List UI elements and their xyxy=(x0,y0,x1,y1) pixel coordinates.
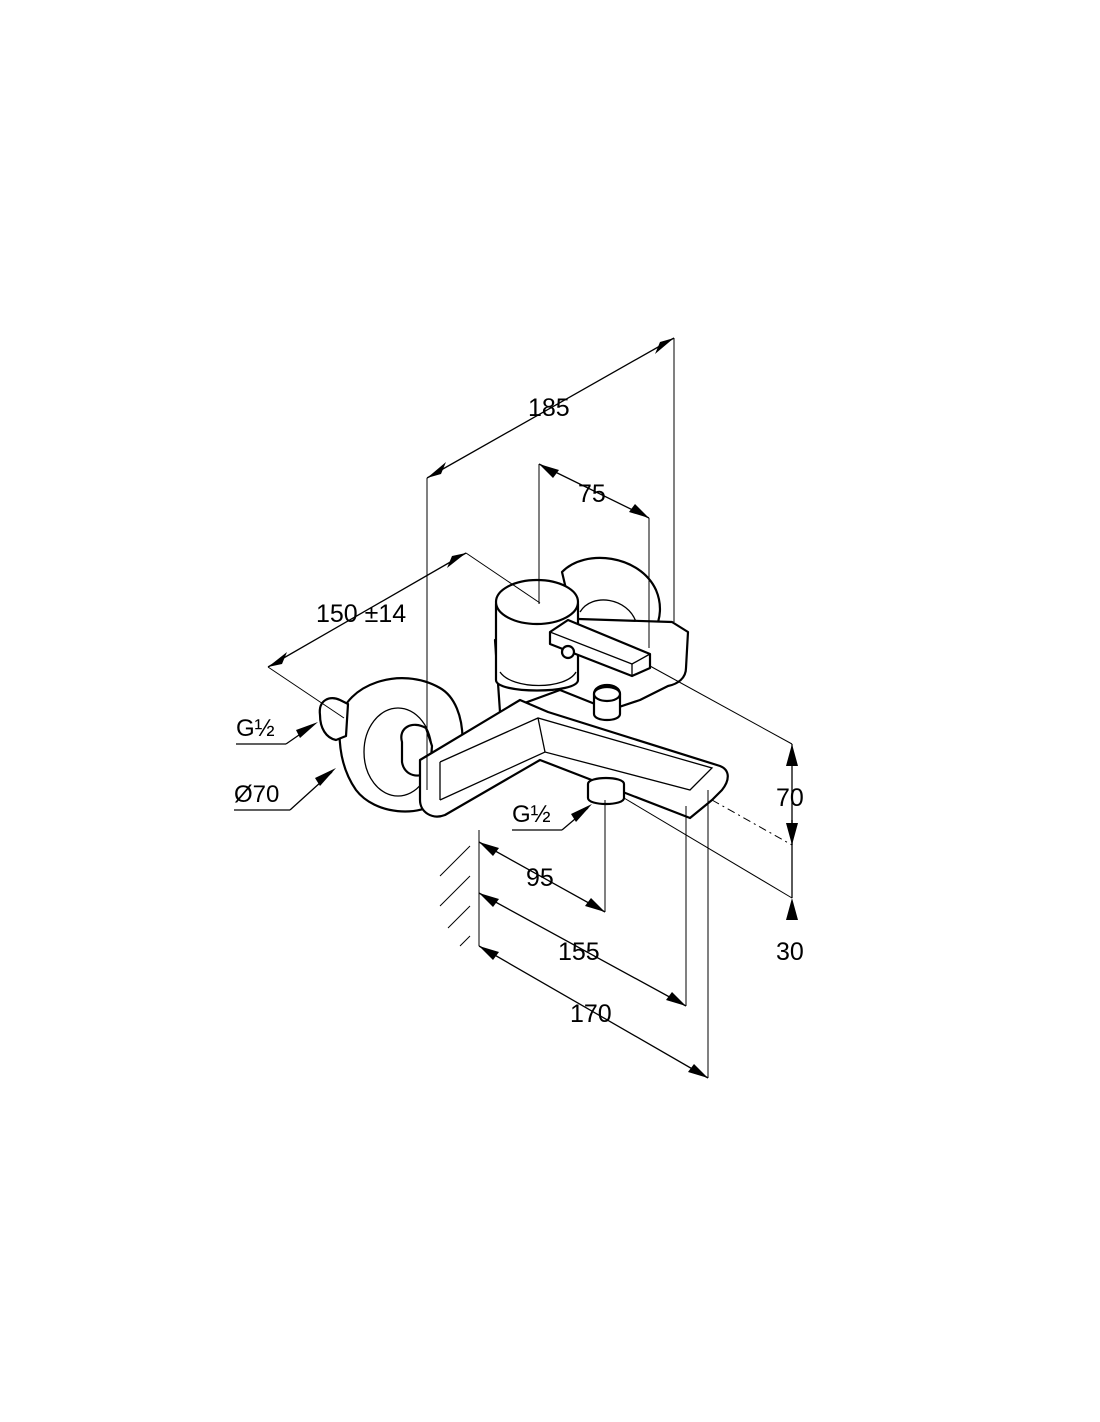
outlet-nozzle xyxy=(586,776,626,806)
inlet-stub xyxy=(318,697,350,742)
dimension-lines xyxy=(234,337,798,1079)
dim-70: 70 xyxy=(776,784,804,812)
lever-pin xyxy=(560,644,576,660)
dim-185: 185 xyxy=(528,394,570,422)
lever-handle xyxy=(548,618,652,678)
label-outlet-thread: G½ xyxy=(512,801,551,828)
spout-recess xyxy=(537,717,546,753)
dim-75: 75 xyxy=(578,480,606,508)
mixer-illustration xyxy=(318,556,729,820)
dim-95: 95 xyxy=(526,864,554,892)
dimension-text: 185 75 150 ±14 70 30 95 155 170 G½ Ø70 G… xyxy=(234,394,804,1028)
dim-150: 150 ±14 xyxy=(316,600,406,628)
dim-30: 30 xyxy=(776,938,804,966)
label-inlet-thread: G½ xyxy=(236,715,275,742)
cartridge-ring xyxy=(499,671,577,687)
cartridge-top xyxy=(494,578,580,626)
dim-170: 170 xyxy=(570,1000,612,1028)
dim-155: 155 xyxy=(558,938,600,966)
rosette-right-inner xyxy=(579,599,637,623)
spout-top-face xyxy=(439,717,714,801)
diverter-knob-top xyxy=(592,685,622,703)
label-diameter: Ø70 xyxy=(234,781,279,808)
